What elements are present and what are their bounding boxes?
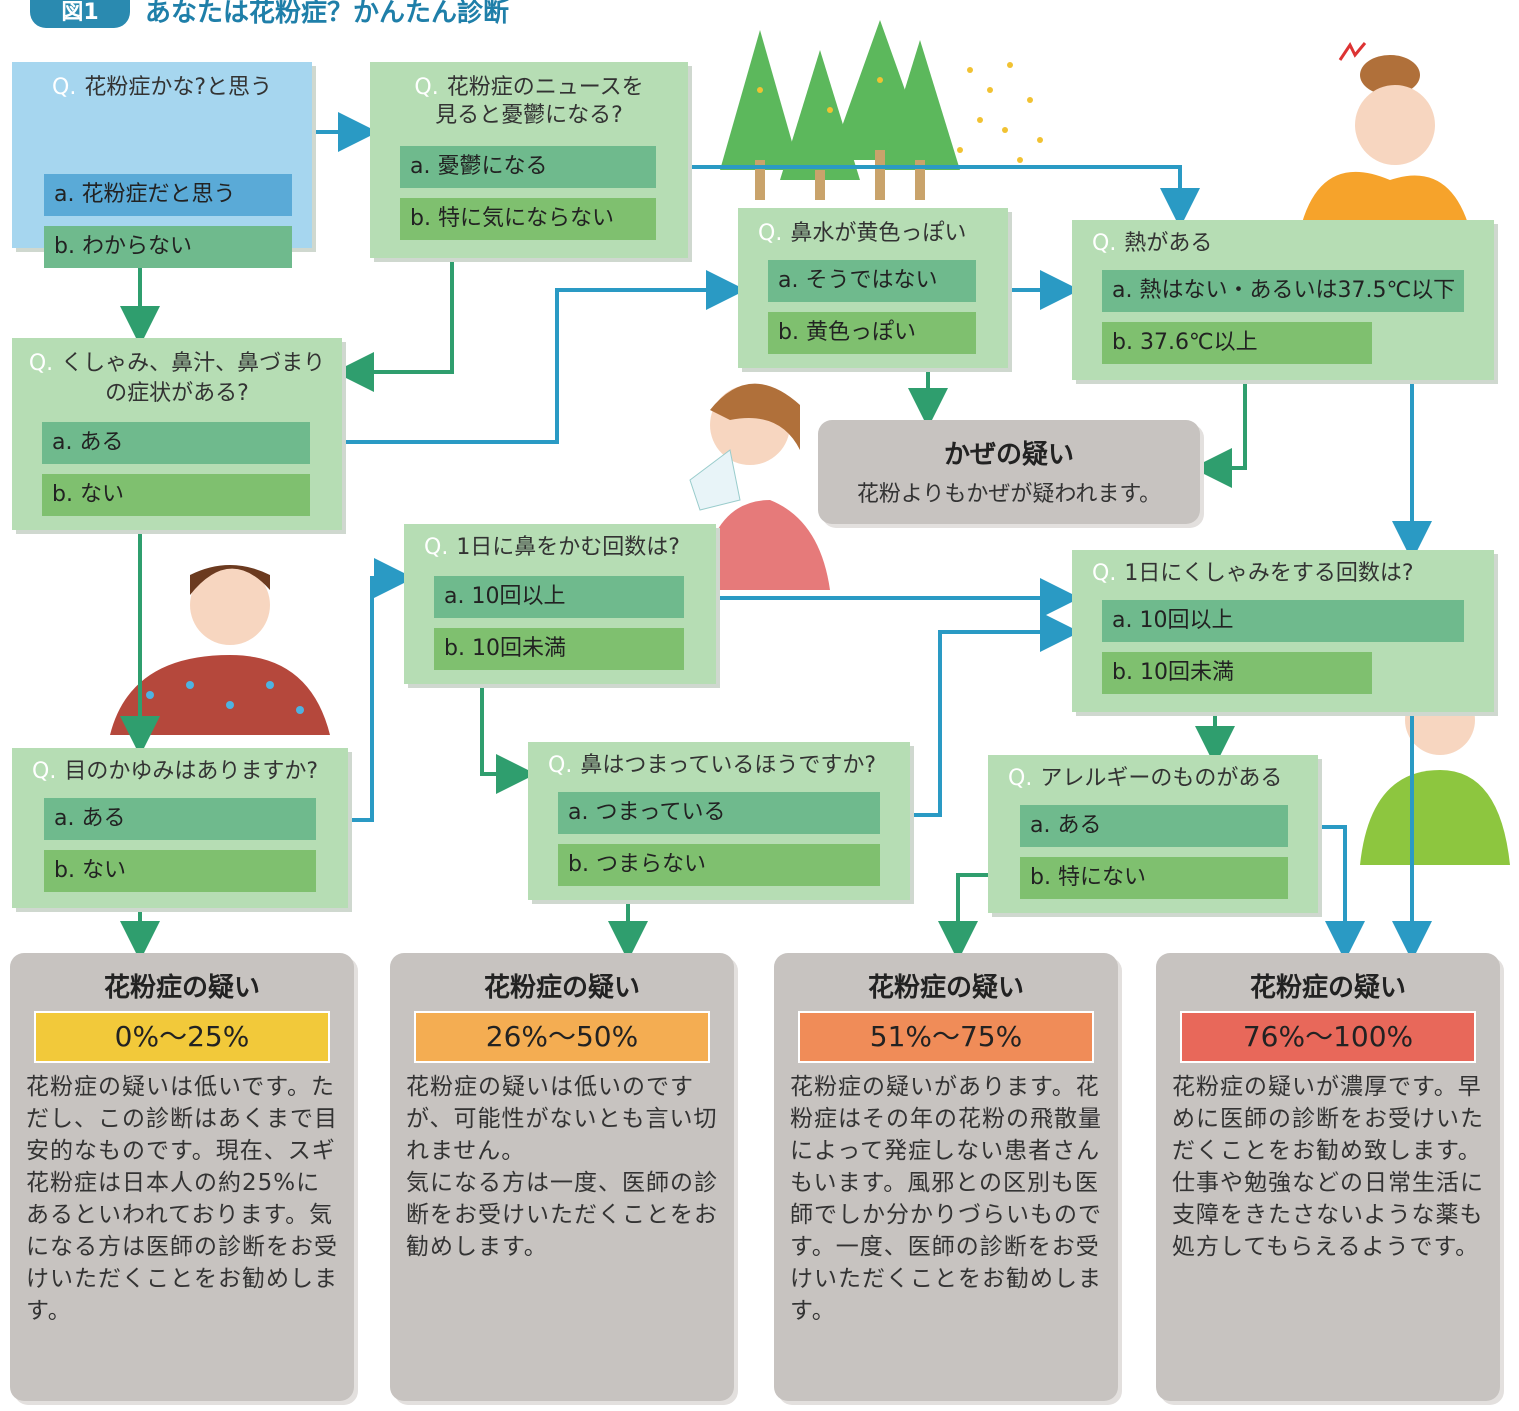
question-text-line2: の症状がある? (105, 381, 249, 406)
option-a: a. 花粉症だと思う (44, 174, 292, 216)
q-mark: Q. (1092, 561, 1117, 586)
result-title: 花粉症の疑い (1249, 973, 1406, 1003)
question-text: 熱がある (1124, 231, 1213, 256)
result-cold: かぜの疑い 花粉よりもかぜが疑われます。 (818, 420, 1200, 524)
woman-sneezing-illustration (689, 383, 830, 590)
question-pollen-suspect: Q. 花粉症かな?と思う a. 花粉症だと思う b. わからない (12, 62, 312, 268)
result-body: 花粉症の疑いは低いのですが、可能性がないとも言い切れません。 気になる方は一度、… (406, 1074, 718, 1260)
result-body: 花粉症の疑いがあります。花粉症はその年の花粉の飛散量によって発症しない患者さんも… (790, 1074, 1102, 1324)
option-a: a. つまっている (558, 792, 880, 834)
option-a: a. ある (1020, 805, 1288, 847)
question-news-depressing: Q. 花粉症のニュースを 見ると憂鬱になる? a. 憂鬱になる b. 特に気になら… (370, 62, 688, 258)
question-yellow-mucus: Q. 鼻水が黄色っぽい a. そうではない b. 黄色っぽい (738, 208, 1008, 368)
option-a: a. 憂鬱になる (400, 146, 656, 188)
result-title: 花粉症の疑い (867, 973, 1024, 1003)
question-text: 花粉症かな?と思う (84, 75, 272, 100)
option-a: a. 10回以上 (434, 576, 684, 618)
question-text: アレルギーのものがある (1040, 766, 1283, 791)
result-panel-1: 花粉症の疑い 0%～25% 花粉症の疑いは低いです。ただし、この診断はあくまで目… (10, 953, 354, 1401)
result-body: 花粉症の疑いは低いです。ただし、この診断はあくまで目安的なものです。現在、スギ花… (26, 1074, 338, 1324)
man-itchy-eyes-illustration (110, 565, 330, 735)
question-sneeze-count: Q. 1日にくしゃみをする回数は? a. 10回以上 b. 10回未満 (1072, 550, 1494, 712)
option-b: b. ない (44, 850, 316, 892)
option-b: b. 特にない (1020, 857, 1288, 899)
question-symptoms: Q. くしゃみ、鼻汁、鼻づまり の症状がある? a. ある b. ない (12, 338, 342, 530)
option-a: a. 10回以上 (1102, 600, 1464, 642)
option-a: a. 熱はない・あるいは37.5℃以下 (1102, 270, 1464, 312)
question-text: 鼻はつまっているほうですか? (580, 753, 877, 778)
woman-headache-illustration (1300, 42, 1470, 230)
result-range: 51%～75% (798, 1011, 1094, 1063)
result-title: 花粉症の疑い (483, 973, 640, 1003)
option-b: b. ない (42, 474, 310, 516)
result-title: 花粉症の疑い (103, 973, 260, 1003)
option-a: a. ある (42, 422, 310, 464)
result-range: 26%～50% (414, 1011, 710, 1063)
result-panel-2: 花粉症の疑い 26%～50% 花粉症の疑いは低いのですが、可能性がないとも言い切… (390, 953, 734, 1401)
cold-title: かぜの疑い (943, 440, 1074, 470)
question-text-line2: 見ると憂鬱になる? (435, 103, 623, 128)
q-mark: Q. (32, 759, 57, 784)
q-mark: Q. (758, 221, 783, 246)
question-text: 1日に鼻をかむ回数は? (456, 535, 680, 560)
q-mark: Q. (424, 535, 449, 560)
option-a: a. ある (44, 798, 316, 840)
q-mark: Q. (1092, 231, 1117, 256)
option-b: b. 10回未満 (1102, 652, 1372, 694)
q-mark: Q. (414, 75, 439, 100)
question-itchy-eyes: Q. 目のかゆみはありますか? a. ある b. ない (12, 748, 348, 908)
question-text: 目のかゆみはありますか? (64, 759, 318, 784)
figure-title: あなたは花粉症？かんたん診断 (145, 0, 510, 28)
q-mark: Q. (28, 351, 54, 376)
figure-badge: 図1 (30, 0, 130, 28)
question-text-line1: 花粉症のニュースを (446, 75, 644, 100)
question-text-line1: くしゃみ、鼻汁、鼻づまり (61, 351, 326, 376)
question-fever: Q. 熱がある a. 熱はない・あるいは37.5℃以下 b. 37.6℃以上 (1072, 220, 1494, 380)
question-text: 1日にくしゃみをする回数は? (1124, 561, 1414, 586)
question-allergy: Q. アレルギーのものがある a. ある b. 特にない (988, 755, 1318, 913)
question-text: 鼻水が黄色っぽい (790, 221, 967, 246)
result-range: 0%～25% (34, 1011, 330, 1063)
q-mark: Q. (52, 75, 77, 100)
result-panel-3: 花粉症の疑い 51%～75% 花粉症の疑いがあります。花粉症はその年の花粉の飛散… (774, 953, 1118, 1401)
option-b: b. 黄色っぽい (768, 312, 976, 354)
question-nose-blowing-count: Q. 1日に鼻をかむ回数は? a. 10回以上 b. 10回未満 (404, 524, 716, 684)
pollen-trees-illustration (720, 20, 1043, 200)
question-stuffy-nose: Q. 鼻はつまっているほうですか? a. つまっている b. つまらない (528, 742, 910, 900)
result-panel-4: 花粉症の疑い 76%～100% 花粉症の疑いが濃厚です。早めに医師の診断をお受け… (1156, 953, 1500, 1401)
q-mark: Q. (1008, 766, 1033, 791)
result-range: 76%～100% (1180, 1011, 1476, 1063)
result-body: 花粉症の疑いが濃厚です。早めに医師の診断をお受けいただくことをお勧め致します。仕… (1172, 1074, 1484, 1260)
option-b: b. 37.6℃以上 (1102, 322, 1372, 364)
option-a: a. そうではない (768, 260, 976, 302)
cold-body: 花粉よりもかぜが疑われます。 (856, 482, 1162, 507)
option-b: b. 特に気にならない (400, 198, 656, 240)
option-b: b. つまらない (558, 844, 880, 886)
option-b: b. 10回未満 (434, 628, 684, 670)
option-b: b. わからない (44, 226, 292, 268)
q-mark: Q. (548, 753, 573, 778)
